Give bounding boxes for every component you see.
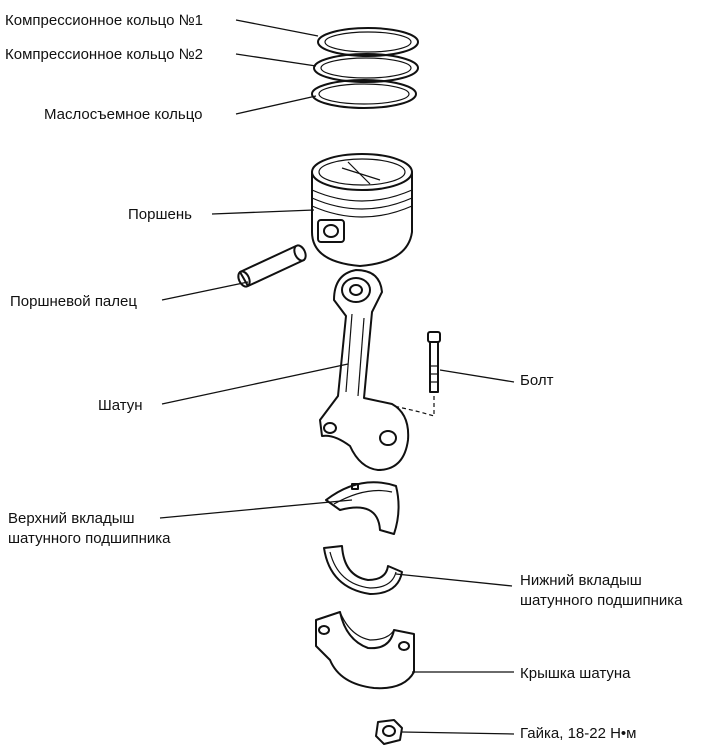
leader-bolt — [439, 369, 515, 383]
label-upper-bearing-line1: Верхний вкладыш — [8, 510, 135, 527]
label-connecting-rod: Шатун — [98, 397, 143, 414]
leader-lower-bearing — [395, 573, 513, 587]
leader-nut — [401, 731, 515, 735]
label-oil-ring: Маслосъемное кольцо — [44, 106, 203, 123]
nut — [375, 719, 403, 745]
label-compression-ring-2: Компрессионное кольцо №2 — [5, 46, 204, 63]
label-nut: Гайка, 18-22 Н•м — [520, 725, 637, 742]
leader-ring-2 — [235, 53, 317, 67]
label-lower-bearing-line1: Нижний вкладыш — [520, 572, 642, 589]
rod-cap — [315, 611, 415, 690]
bolt — [393, 331, 441, 417]
label-rod-cap: Крышка шатуна — [520, 665, 631, 682]
label-piston-pin: Поршневой палец — [10, 293, 137, 310]
compression-ring-1 — [317, 27, 419, 57]
label-bolt: Болт — [520, 372, 554, 389]
leader-piston — [211, 209, 315, 215]
leader-ring-1 — [235, 19, 319, 37]
leader-pin — [161, 281, 249, 301]
piston — [311, 153, 413, 267]
compression-ring-2 — [313, 53, 419, 83]
leader-upper-bearing — [159, 499, 353, 519]
piston-pin — [237, 244, 307, 288]
label-compression-ring-1: Компрессионное кольцо №1 — [5, 12, 204, 29]
lower-bearing-shell — [323, 545, 403, 595]
upper-bearing-shell — [325, 481, 400, 535]
oil-ring — [311, 79, 417, 109]
label-lower-bearing-line2: шатунного подшипника — [520, 592, 683, 609]
label-piston: Поршень — [128, 206, 192, 223]
label-upper-bearing-line2: шатунного подшипника — [8, 530, 171, 547]
leader-oil-ring — [235, 95, 317, 115]
leader-rod — [161, 363, 349, 405]
connecting-rod — [319, 269, 410, 471]
